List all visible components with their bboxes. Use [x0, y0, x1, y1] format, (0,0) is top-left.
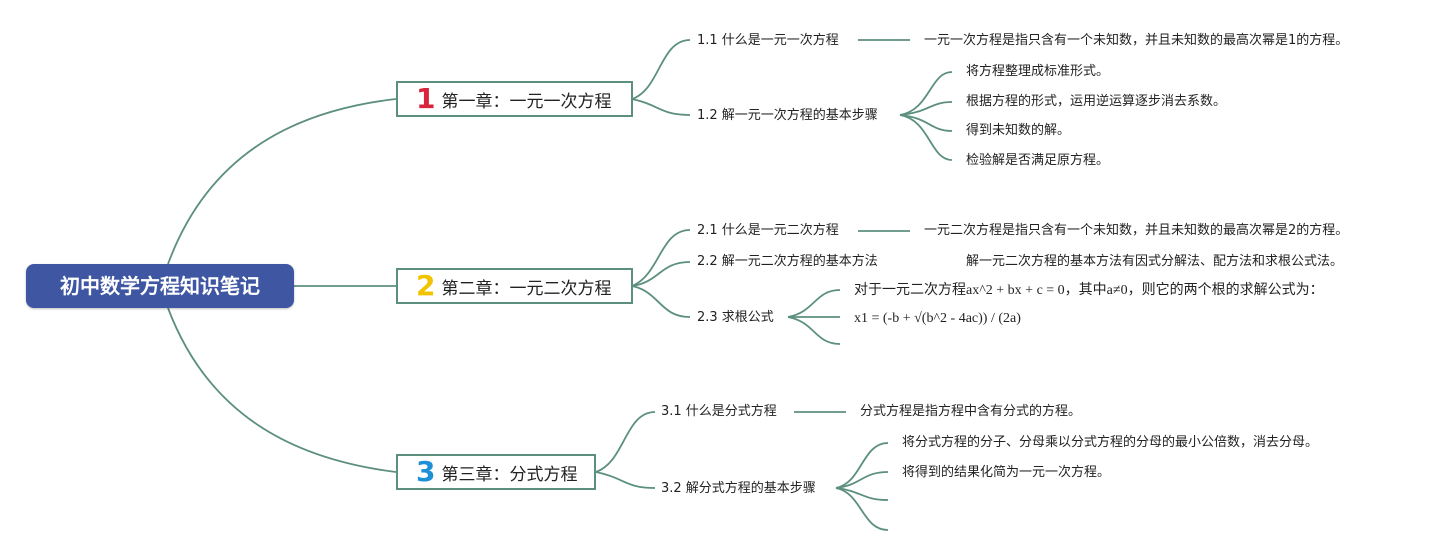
section-2-1-label[interactable]: 2.1 什么是一元二次方程 [697, 223, 839, 238]
section-3-2-label[interactable]: 3.2 解分式方程的基本步骤 [661, 481, 816, 496]
section-1-2-step-1[interactable]: 将方程整理成标准形式。 [966, 64, 1110, 79]
chapter-number-badge: 3 [416, 455, 436, 488]
section-3-2-step-2[interactable]: 将得到的结果化简为一元一次方程。 [902, 465, 1111, 480]
section-2-3-formula-intro[interactable]: 对于一元二次方程ax^2 + bx + c = 0，其中a≠0，则它的两个根的求… [854, 283, 1324, 298]
section-2-3-formula-x1[interactable]: x1 = (-b + √(b^2 - 4ac)) / (2a) [854, 311, 1021, 326]
section-1-2-step-4[interactable]: 检验解是否满足原方程。 [966, 153, 1110, 168]
chapter-2-node[interactable]: 2 第二章：一元二次方程 [396, 268, 633, 304]
section-2-3-label[interactable]: 2.3 求根公式 [697, 310, 774, 325]
chapter-number-badge: 2 [416, 269, 436, 302]
section-3-1-label[interactable]: 3.1 什么是分式方程 [661, 404, 777, 419]
chapter-1-node[interactable]: 1 第一章：一元一次方程 [396, 81, 633, 117]
chapter-number-badge: 1 [416, 82, 436, 115]
chapter-title: 第一章：一元一次方程 [441, 91, 612, 112]
section-2-2-detail[interactable]: 解一元二次方程的基本方法有因式分解法、配方法和求根公式法。 [966, 254, 1344, 269]
section-1-2-step-3[interactable]: 得到未知数的解。 [966, 123, 1071, 138]
section-1-1-label[interactable]: 1.1 什么是一元一次方程 [697, 33, 839, 48]
section-1-1-detail[interactable]: 一元一次方程是指只含有一个未知数，并且未知数的最高次幂是1的方程。 [924, 33, 1349, 48]
section-3-2-step-1[interactable]: 将分式方程的分子、分母乘以分式方程的分母的最小公倍数，消去分母。 [902, 435, 1319, 450]
section-1-2-label[interactable]: 1.2 解一元一次方程的基本步骤 [697, 108, 878, 123]
chapter-title: 第二章：一元二次方程 [441, 278, 612, 299]
root-topic[interactable]: 初中数学方程知识笔记 [26, 264, 294, 308]
chapter-title: 第三章：分式方程 [441, 464, 578, 485]
chapter-3-node[interactable]: 3 第三章：分式方程 [396, 454, 596, 490]
section-2-1-detail[interactable]: 一元二次方程是指只含有一个未知数，并且未知数的最高次幂是2的方程。 [924, 223, 1349, 238]
section-1-2-step-2[interactable]: 根据方程的形式，运用逆运算逐步消去系数。 [966, 94, 1227, 109]
section-2-2-label[interactable]: 2.2 解一元二次方程的基本方法 [697, 254, 878, 269]
section-3-1-detail[interactable]: 分式方程是指方程中含有分式的方程。 [860, 404, 1082, 419]
